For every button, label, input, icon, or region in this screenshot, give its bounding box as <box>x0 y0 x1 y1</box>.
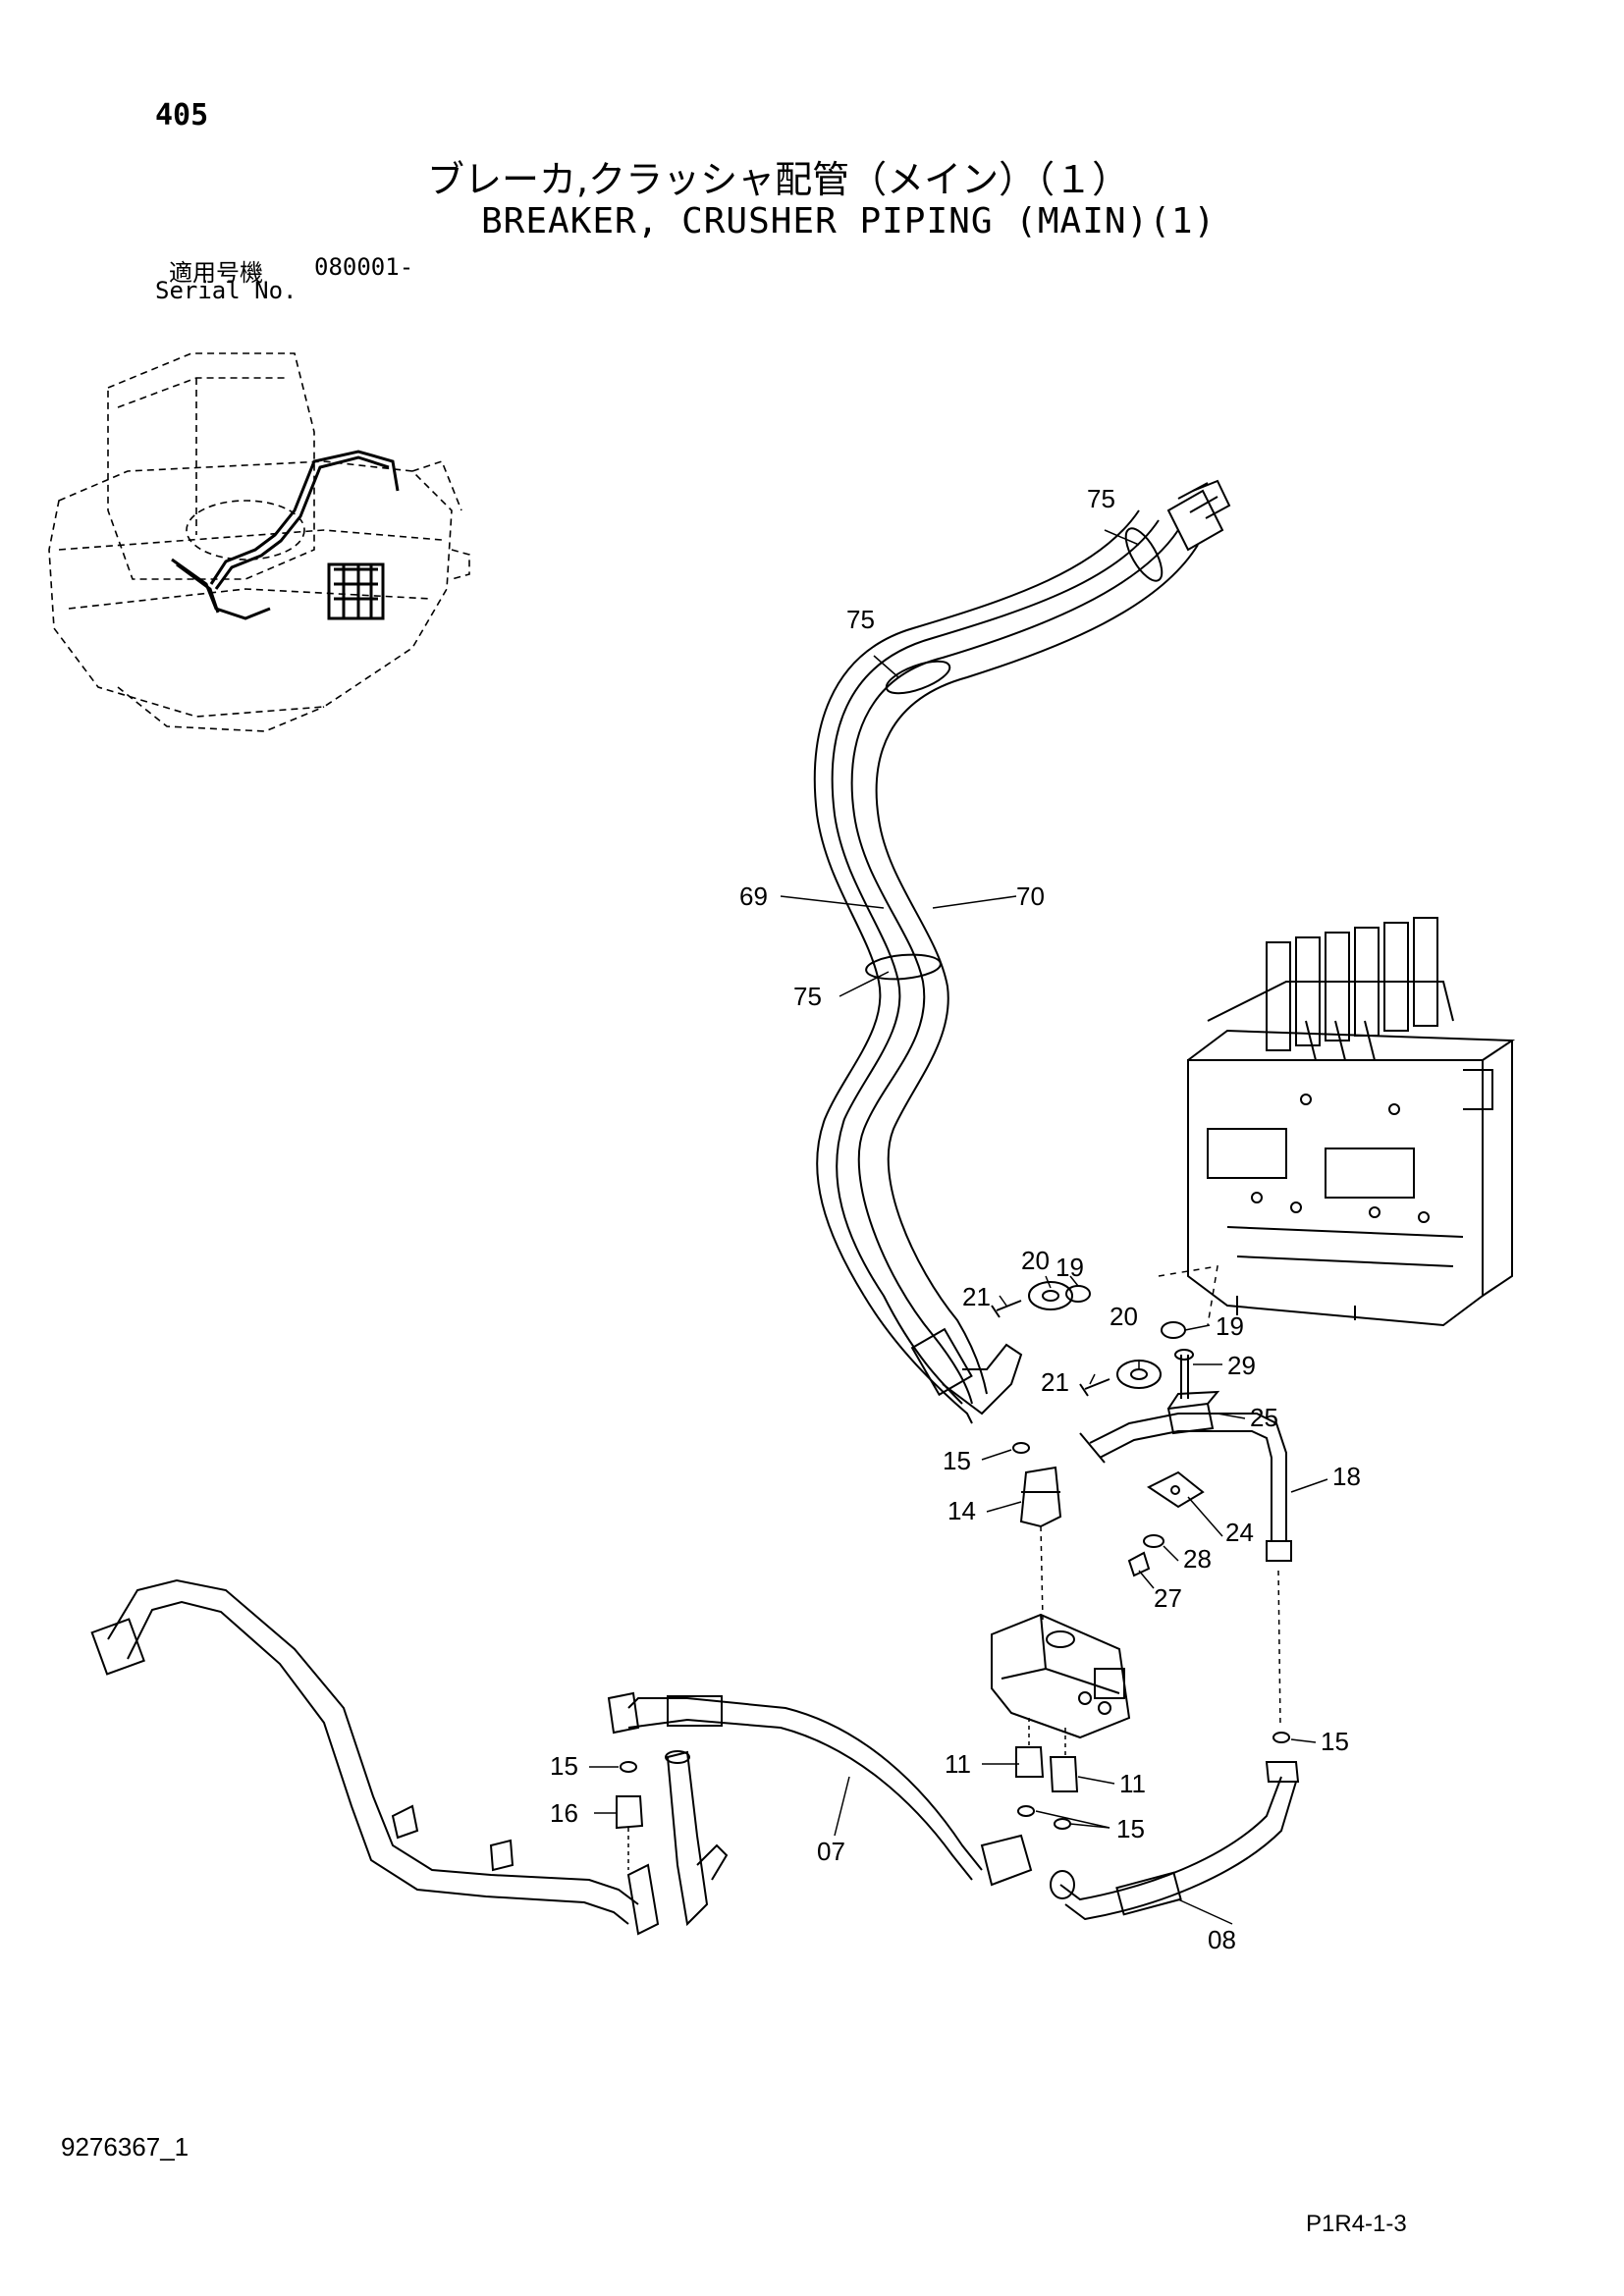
leader-lines <box>589 529 1328 1925</box>
callout-29: 29 <box>1227 1351 1256 1380</box>
o-ring-15-upper <box>1012 1442 1030 1454</box>
hose-07 <box>607 1691 1033 1887</box>
bracket-25 <box>1166 1390 1220 1435</box>
branch-pipe <box>665 1750 729 1927</box>
callout-75-top: 75 <box>1087 484 1115 513</box>
callout-15-right: 15 <box>1321 1727 1349 1756</box>
callout-08: 08 <box>1208 1925 1236 1954</box>
callout-24: 24 <box>1225 1518 1254 1547</box>
plate-24 <box>1147 1470 1205 1509</box>
hose-08 <box>1050 1761 1300 1921</box>
callout-labels: 75 75 69 70 75 19 20 21 20 19 29 21 25 1… <box>550 484 1361 1954</box>
title-japanese: ブレーカ,クラッシャ配管（メイン）（１） <box>427 158 1130 201</box>
callout-21-upper: 21 <box>962 1282 991 1311</box>
callout-15-upper: 15 <box>943 1446 971 1475</box>
control-valve-block <box>1187 917 1516 1327</box>
connector-16-o-ring-15 <box>616 1761 644 1870</box>
callout-15-left: 15 <box>550 1751 578 1781</box>
callout-69: 69 <box>739 881 768 911</box>
hose-end-fittings <box>910 479 1231 1415</box>
callout-19-lower: 19 <box>1216 1311 1244 1341</box>
callout-11-left: 11 <box>945 1749 971 1779</box>
callout-20-lower: 20 <box>1110 1302 1138 1331</box>
callout-20-upper: 20 <box>1021 1246 1050 1275</box>
serial-range: 080001- <box>314 253 414 281</box>
washer-28-and-bolt-27 <box>1127 1534 1164 1577</box>
serial-label-english: Serial No. <box>155 277 298 304</box>
callout-15-center: 15 <box>1116 1814 1145 1843</box>
title-english: BREAKER, CRUSHER PIPING (MAIN)(1) <box>481 201 1217 241</box>
bolt-29 <box>1174 1349 1194 1399</box>
valve-port-guide-line <box>1158 1265 1218 1326</box>
callout-18: 18 <box>1332 1462 1361 1491</box>
callout-27: 27 <box>1154 1583 1182 1613</box>
connectors-11 <box>1015 1718 1079 1792</box>
callout-14: 14 <box>947 1496 976 1525</box>
o-rings-15-lower <box>1017 1570 1290 1830</box>
callout-21-lower: 21 <box>1041 1367 1069 1397</box>
page-number: 405 <box>155 98 209 133</box>
machine-overview-sketch <box>48 352 470 732</box>
serial-label-japanese: 適用号機 <box>169 259 263 287</box>
document-id: 9276367_1 <box>61 2132 189 2162</box>
callout-07: 07 <box>817 1837 845 1866</box>
flange-halves-20 <box>1028 1281 1162 1389</box>
callout-25: 25 <box>1250 1403 1278 1432</box>
callout-19-upper: 19 <box>1056 1253 1084 1282</box>
callout-75-upper: 75 <box>846 605 875 634</box>
selector-valve <box>991 1613 1131 1739</box>
hose-assembly-69-70 <box>813 509 1199 1424</box>
callout-11-right: 11 <box>1119 1769 1146 1798</box>
callout-70: 70 <box>1016 881 1045 911</box>
callout-28: 28 <box>1183 1544 1212 1574</box>
elbow-fitting-14 <box>1019 1466 1062 1621</box>
callout-16: 16 <box>550 1798 578 1828</box>
hose-clamps-75 <box>865 527 1164 981</box>
callout-75-lower: 75 <box>793 982 822 1011</box>
bolts-21 <box>991 1300 1110 1397</box>
pipe-18 <box>1079 1413 1292 1562</box>
overview-highlighted-piping <box>171 450 400 620</box>
lower-left-pipe <box>90 1578 660 1936</box>
page-reference: P1R4-1-3 <box>1306 2211 1407 2237</box>
